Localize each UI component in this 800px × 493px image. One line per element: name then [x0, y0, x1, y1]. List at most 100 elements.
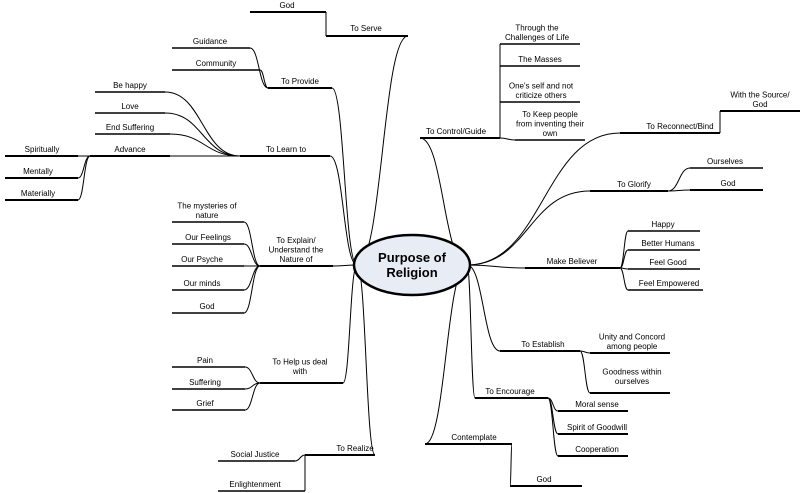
branch-make-believer-feel-good[interactable]: Feel Good [619, 258, 700, 270]
branch-to-learn-to-love[interactable]: Love [95, 102, 241, 157]
branch-to-provide-community-label-line: Community [196, 59, 236, 68]
branch-to-control-guide-to-keep-people-from-inventing-their-own-label-line: from inventing their [516, 120, 584, 129]
branch-to-encourage-cooperation-connector [547, 397, 559, 457]
branch-to-learn-to-advance-materially[interactable]: Materially [5, 155, 91, 201]
branch-to-help-us-deal-with-grief[interactable]: Grief [172, 382, 261, 411]
branch-to-control-guide-through-the-challenges-of-life-label-line: Challenges of Life [505, 33, 570, 42]
branch-make-believer-better-humans[interactable]: Better Humans [619, 239, 700, 269]
branch-to-control-guide-label-line: To Control/Guide [426, 127, 487, 136]
branch-to-provide-connector [331, 87, 358, 266]
branch-to-help-us-deal-with-pain[interactable]: Pain [172, 356, 261, 384]
branch-to-glorify-god[interactable]: God [667, 179, 763, 192]
branch-to-realize-social-justice[interactable]: Social Justice [218, 450, 306, 462]
branch-to-establish-connector [466, 264, 501, 352]
branch-to-serve-god[interactable]: God [250, 1, 327, 36]
branch-to-learn-to-advance-spiritually[interactable]: Spiritually [5, 145, 91, 157]
branch-to-provide-guidance[interactable]: Guidance [172, 37, 269, 89]
branch-to-serve[interactable]: To Serve God [250, 1, 409, 266]
branch-to-serve-label-line: To Serve [350, 24, 382, 33]
branch-to-glorify-ourselves-connector [667, 167, 691, 192]
branch-to-explain-understand-the-nature-of-our-minds-connector [243, 265, 261, 291]
branch-to-realize-enlightenment[interactable]: Enlightenment [218, 455, 306, 492]
branch-to-explain-understand-the-nature-of-the-mysteries-of-nature-connector [243, 221, 261, 267]
branch-to-help-us-deal-with-suffering-label-line: Suffering [189, 378, 221, 387]
branch-contemplate-god-label-line: God [536, 475, 551, 484]
branch-to-glorify-ourselves-label-line: Ourselves [707, 157, 743, 166]
branch-to-establish-label-line: To Establish [521, 340, 564, 349]
branch-to-learn-to-end-suffering-label-line: End Suffering [106, 123, 154, 132]
branch-to-establish-label: To Establish [521, 340, 564, 349]
branch-make-believer-happy-label: Happy [651, 220, 674, 229]
branch-to-explain-understand-the-nature-of-label-line: Nature of [280, 255, 314, 264]
branch-to-explain-understand-the-nature-of-label-line: To Explain/ [276, 236, 316, 245]
branch-to-reconnect-bind[interactable]: To Reconnect/Bind With the Source/God [466, 91, 800, 266]
branch-to-learn-to-be-happy[interactable]: Be happy [95, 81, 241, 157]
branch-contemplate-god-label: God [536, 475, 551, 484]
branch-to-realize-label-line: To Realize [336, 444, 374, 453]
branch-to-provide-community[interactable]: Community [172, 59, 269, 89]
central-topic-shape [352, 233, 472, 297]
branch-to-encourage-cooperation[interactable]: Cooperation [547, 397, 628, 457]
branch-to-reconnect-bind-label: To Reconnect/Bind [646, 122, 713, 131]
branch-to-help-us-deal-with-pain-label-line: Pain [197, 356, 213, 365]
branch-to-learn-to-be-happy-connector [164, 91, 241, 157]
central-topic-label-line: Purpose of [378, 250, 447, 265]
branch-to-help-us-deal-with-label-line: with [292, 367, 307, 376]
branch-to-help-us-deal-with-grief-label-line: Grief [196, 399, 214, 408]
branch-to-learn-to-advance-mentally[interactable]: Mentally [5, 155, 91, 179]
branch-to-learn-to-end-suffering-connector [169, 133, 241, 157]
branch-to-explain-understand-the-nature-of-our-psyche-label-line: Our Psyche [181, 255, 223, 264]
branch-to-realize-enlightenment-label-line: Enlightenment [229, 480, 281, 489]
branch-to-control-guide-the-masses-label: The Masses [518, 55, 562, 64]
branch-to-encourage-moral-sense[interactable]: Moral sense [547, 397, 628, 412]
branch-make-believer-feel-good-label: Feel Good [649, 258, 686, 267]
branch-to-realize-label: To Realize [336, 444, 374, 453]
branch-contemplate-god[interactable]: God [509, 443, 582, 487]
branch-to-learn-to-end-suffering[interactable]: End Suffering [95, 123, 241, 157]
branch-to-explain-understand-the-nature-of-our-minds-label: Our minds [184, 279, 221, 288]
branch-to-learn-to-advance-materially-label-line: Materially [21, 189, 55, 198]
branch-to-encourage-label-line: To Encourage [485, 387, 535, 396]
branch-to-realize-connector [356, 264, 376, 456]
branch-to-help-us-deal-with-suffering[interactable]: Suffering [172, 378, 261, 390]
branch-make-believer-feel-empowered[interactable]: Feel Empowered [619, 267, 703, 291]
branch-to-establish-goodness-within-ourselves-label-line: Goodness within [602, 368, 661, 377]
branch-to-control-guide-to-keep-people-from-inventing-their-own-label-line: To Keep people [522, 110, 578, 119]
branch-to-learn-to-advance[interactable]: Advance [90, 145, 241, 157]
branch-to-explain-understand-the-nature-of-our-minds[interactable]: Our minds [172, 265, 261, 291]
branch-to-help-us-deal-with-pain-label: Pain [197, 356, 213, 365]
branch-make-believer-happy-label-line: Happy [651, 220, 674, 229]
branch-to-reconnect-bind-with-the-source-god[interactable]: With the Source/God [719, 91, 800, 134]
branch-to-explain-understand-the-nature-of-our-feelings[interactable]: Our Feelings [172, 233, 261, 267]
branch-to-explain-understand-the-nature-of-our-psyche[interactable]: Our Psyche [172, 255, 260, 267]
branch-to-glorify-ourselves[interactable]: Ourselves [667, 157, 763, 192]
branch-to-provide-guidance-label: Guidance [193, 37, 228, 46]
branch-to-learn-to-love-label: Love [121, 102, 139, 111]
branch-to-explain-understand-the-nature-of-god[interactable]: God [172, 265, 261, 314]
branch-to-learn-to-love-label-line: Love [121, 102, 139, 111]
branch-to-encourage-label: To Encourage [485, 387, 535, 396]
branch-to-learn-to-advance-label: Advance [114, 145, 146, 154]
